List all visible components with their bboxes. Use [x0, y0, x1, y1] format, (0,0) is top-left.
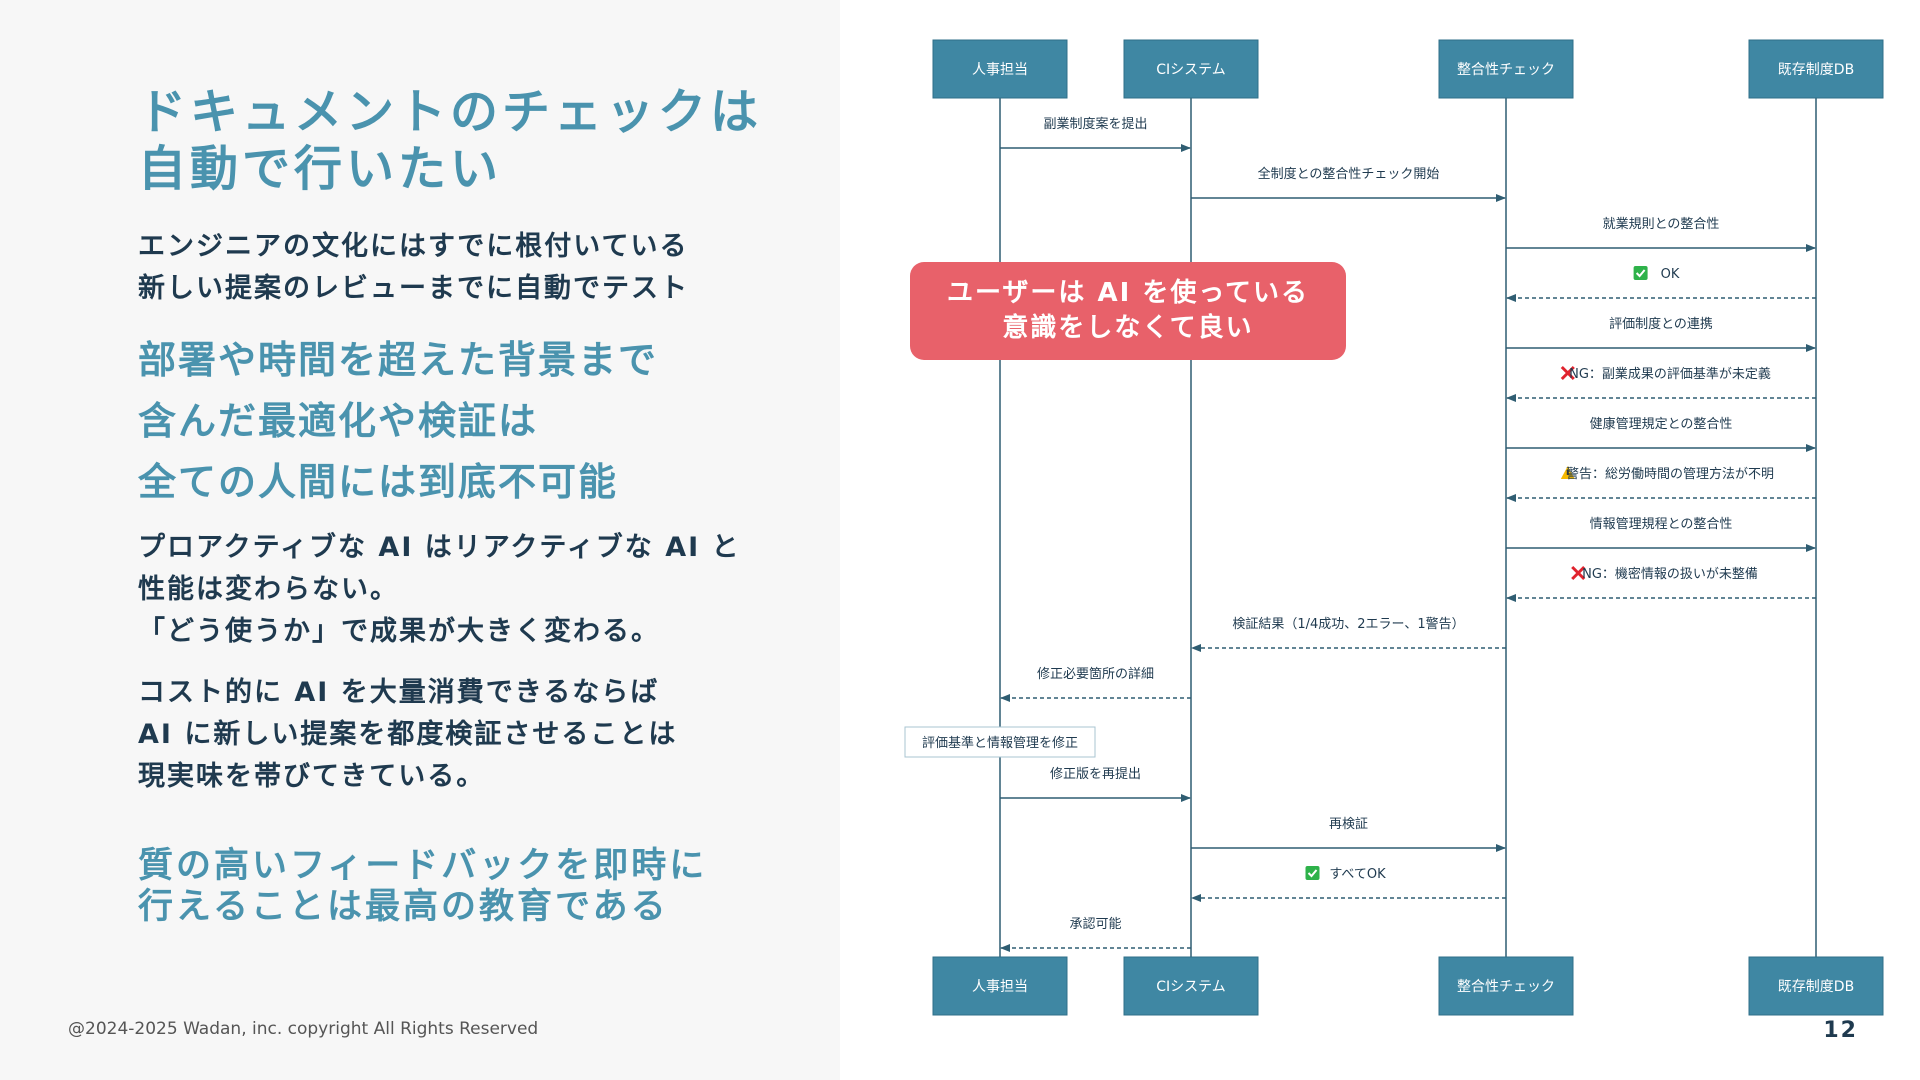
participant-box-top-1: [932, 39, 1068, 99]
participant-box-bottom-3: [1438, 956, 1574, 1016]
message-label: 副業制度案を提出: [1043, 116, 1147, 132]
paragraph-line: エンジニアの文化にはすでに根付いている: [138, 231, 689, 262]
message-label: 評価制度との連携: [1609, 316, 1713, 332]
paragraph-line: AI に新しい提案を都度検証させることは: [138, 719, 678, 750]
callout-line: 意識をしなくて良い: [1002, 313, 1254, 343]
message-label: 警告：総労働時間の管理方法が不明: [1566, 466, 1774, 482]
paragraph-line: コスト的に AI を大量消費できるならば: [138, 677, 660, 708]
participant-box-top-3: [1438, 39, 1574, 99]
paragraph-culture: エンジニアの文化にはすでに根付いている 新しい提案のレビューまでに自動でテスト: [138, 226, 689, 310]
cross-icon: [1560, 365, 1575, 381]
left-panel: [0, 0, 840, 1080]
paragraph-line: 含んだ最適化や検証は: [138, 399, 539, 443]
check-icon: [1633, 266, 1648, 280]
paragraph-optimization: 部署や時間を超えた背景まで 含んだ最適化や検証は 全ての人間には到底不可能: [138, 330, 658, 513]
message-label: 承認可能: [1069, 916, 1121, 932]
paragraph-line: プロアクティブな AI はリアクティブな AI と: [138, 532, 741, 563]
participant-box-bottom-1: [932, 956, 1068, 1016]
message-label: OK: [1661, 267, 1680, 282]
paragraph-line: 現実味を帯びてきている。: [138, 761, 486, 792]
page-number: 12: [1823, 1018, 1858, 1043]
warning-mark: [1566, 470, 1569, 475]
paragraph-line: 新しい提案のレビューまでに自動でテスト: [138, 273, 689, 304]
participant-box-bottom-2: [1123, 956, 1259, 1016]
participant-label: 人事担当: [972, 62, 1028, 78]
paragraph-line: 性能は変わらない。: [138, 574, 399, 605]
participant-label: 整合性チェック: [1457, 979, 1555, 995]
check-mark: [1635, 269, 1646, 278]
message-label: NG：機密情報の扱いが未整備: [1582, 566, 1758, 582]
paragraph-line: 質の高いフィードバックを即時に: [138, 846, 708, 886]
message-label: すべてOK: [1329, 867, 1386, 882]
message-label: 検証結果（1/4成功、2エラー、1警告）: [1232, 616, 1464, 632]
message-label: 修正必要箇所の詳細: [1037, 666, 1154, 682]
cross-icon: [1571, 565, 1586, 581]
slide-title-line: ドキュメントのチェックは: [138, 84, 763, 140]
message-label: 修正版を再提出: [1050, 766, 1141, 782]
participant-label: 既存制度DB: [1778, 979, 1854, 995]
note-label: 評価基準と情報管理を修正: [922, 735, 1078, 751]
note-box: [904, 726, 1096, 758]
message-label: 情報管理規程との整合性: [1590, 517, 1733, 532]
paragraph-line: 部署や時間を超えた背景まで: [138, 338, 659, 382]
paragraph-line: 全ての人間には到底不可能: [138, 460, 619, 504]
paragraph-proactive-ai: プロアクティブな AI はリアクティブな AI と 性能は変わらない。 「どう使…: [138, 527, 741, 653]
participant-label: CIシステム: [1156, 62, 1225, 78]
check-mark: [1307, 869, 1318, 878]
message-label: 就業規則との整合性: [1603, 216, 1720, 232]
callout-box: ユーザーは AI を使っている 意識をしなくて良い: [910, 262, 1346, 360]
participant-label: 既存制度DB: [1778, 62, 1854, 78]
paragraph-cost: コスト的に AI を大量消費できるならば AI に新しい提案を都度検証させること…: [138, 672, 677, 798]
participant-label: 整合性チェック: [1457, 62, 1555, 78]
message-label: NG：副業成果の評価基準が未定義: [1569, 366, 1771, 382]
participant-box-top-4: [1748, 39, 1884, 99]
participant-label: CIシステム: [1156, 979, 1225, 995]
slide-title-line: 自動で行いたい: [138, 141, 503, 197]
callout-line: ユーザーは AI を使っている: [946, 278, 1310, 308]
message-label: 全制度との整合性チェック開始: [1258, 166, 1440, 182]
message-label: 再検証: [1329, 817, 1368, 832]
check-icon: [1305, 866, 1320, 880]
copyright-footer: @2024-2025 Wadan, inc. copyright All Rig…: [68, 1019, 539, 1039]
slide-title: ドキュメントのチェックは 自動で行いたい: [138, 84, 818, 198]
participant-box-top-2: [1123, 39, 1259, 99]
paragraph-line: 行えることは最高の教育である: [138, 887, 669, 927]
paragraph-education: 質の高いフィードバックを即時に 行えることは最高の教育である: [138, 846, 707, 928]
message-label: 健康管理規定との整合性: [1590, 416, 1733, 432]
paragraph-line: 「どう使うか」で成果が大きく変わる。: [138, 616, 660, 647]
participant-label: 人事担当: [972, 979, 1028, 995]
participant-box-bottom-4: [1748, 956, 1884, 1016]
